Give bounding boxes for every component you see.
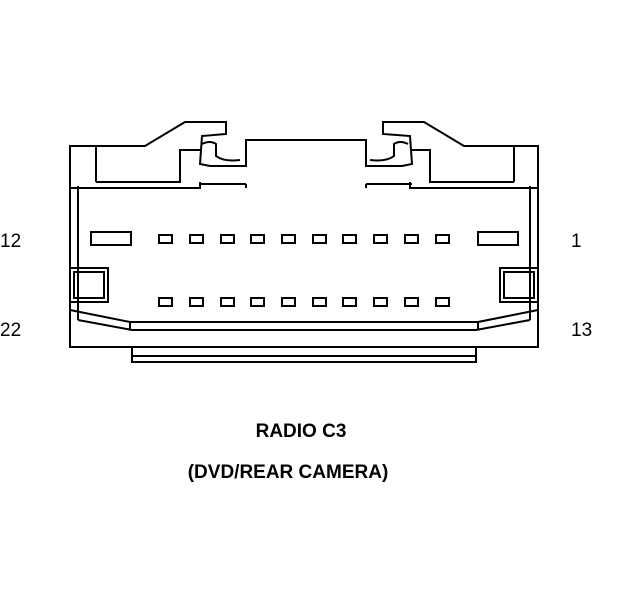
cavity-7 bbox=[281, 234, 296, 244]
connector-subtitle: (DVD/REAR CAMERA) bbox=[188, 462, 389, 483]
right-shoulder-inner bbox=[410, 146, 515, 183]
lower-latch-left bbox=[69, 309, 133, 331]
bottom-row-cavities bbox=[158, 297, 450, 307]
left-guide-block bbox=[69, 267, 109, 303]
cavity-4 bbox=[373, 234, 388, 244]
top-row-cavities bbox=[90, 231, 519, 246]
cavity-14 bbox=[404, 297, 419, 307]
cavity-2 bbox=[435, 234, 450, 244]
cavity-6 bbox=[312, 234, 327, 244]
cavity-17 bbox=[312, 297, 327, 307]
cavity-20 bbox=[220, 297, 235, 307]
cavity-10 bbox=[189, 234, 204, 244]
cavity-13 bbox=[435, 297, 450, 307]
outer-outline bbox=[69, 121, 539, 348]
right-guide-block bbox=[499, 267, 539, 303]
cavity-8 bbox=[250, 234, 265, 244]
upper-band bbox=[70, 182, 538, 189]
pin-label-22: 22 bbox=[0, 320, 21, 341]
cavity-18 bbox=[281, 297, 296, 307]
pin-label-1: 1 bbox=[571, 231, 582, 252]
cavity-19 bbox=[250, 297, 265, 307]
key-notch-right bbox=[369, 141, 409, 162]
cavity-5 bbox=[342, 234, 357, 244]
bottom-skirt bbox=[131, 347, 477, 363]
cavity-11 bbox=[158, 234, 173, 244]
cavity-1 bbox=[477, 231, 519, 246]
cavity-3 bbox=[404, 234, 419, 244]
cavity-16 bbox=[342, 297, 357, 307]
cavity-9 bbox=[220, 234, 235, 244]
lower-latch-right bbox=[475, 309, 539, 331]
connector-housing bbox=[69, 121, 539, 363]
left-shoulder-inner bbox=[95, 146, 200, 183]
key-notch-left bbox=[201, 141, 241, 162]
pin-label-12: 12 bbox=[0, 231, 21, 252]
connector-title: RADIO C3 bbox=[256, 421, 347, 442]
cavity-15 bbox=[373, 297, 388, 307]
pin-label-13: 13 bbox=[571, 320, 592, 341]
cavity-22 bbox=[158, 297, 173, 307]
cavity-12 bbox=[90, 231, 132, 246]
cavity-21 bbox=[189, 297, 204, 307]
